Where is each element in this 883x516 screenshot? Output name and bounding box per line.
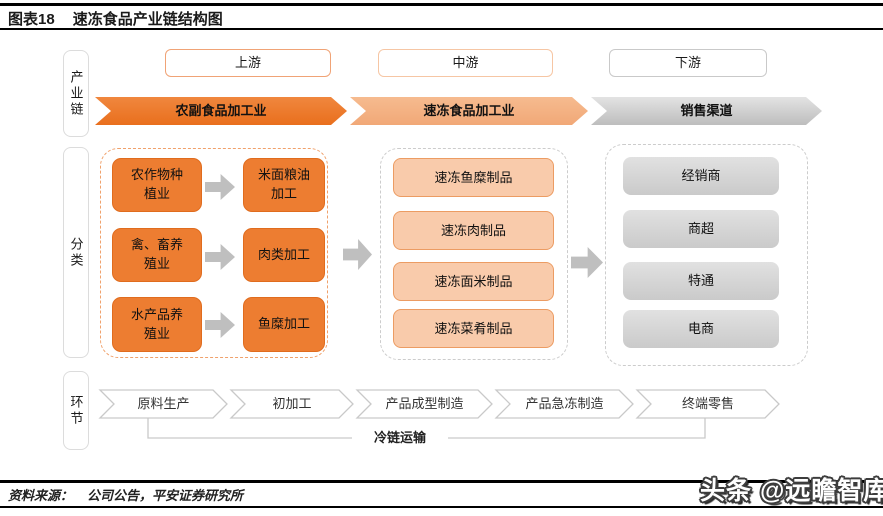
arrow-right-icon-midstream-to-downstream <box>571 247 603 278</box>
stream-header-downstream: 下游 <box>609 49 767 77</box>
upstream-target-grain-oil-processing: 米面粮油 加工 <box>243 158 325 212</box>
upstream-source-livestock-farming: 禽、畜养 殖业 <box>112 228 202 282</box>
stream-header-midstream: 中游 <box>378 49 553 77</box>
figure-title: 图表18 速冻食品产业链结构图 <box>8 8 223 29</box>
downstream-channel-special: 特通 <box>623 262 779 300</box>
figure-title-text: 速冻食品产业链结构图 <box>72 11 223 28</box>
process-stage-primary-processing: 初加工 <box>272 396 312 411</box>
process-stage-forming: 产品成型制造 <box>385 396 464 411</box>
axis-label-industry-chain: 产业链 <box>63 50 89 137</box>
footer-rule-thin <box>0 506 883 508</box>
upstream-source-aquaculture: 水产品养 殖业 <box>112 297 202 352</box>
midstream-product-frozen-surimi: 速冻鱼糜制品 <box>393 158 554 197</box>
process-stage-raw-material: 原料生产 <box>137 396 190 411</box>
chain-band-sales-channels: 销售渠道 <box>591 97 822 125</box>
downstream-channel-supermarkets: 商超 <box>623 210 779 248</box>
midstream-product-frozen-meat: 速冻肉制品 <box>393 211 554 250</box>
upstream-target-surimi-processing: 鱼糜加工 <box>243 297 325 352</box>
chevron-shape <box>355 389 493 419</box>
downstream-channel-ecommerce: 电商 <box>623 310 779 348</box>
source-label: 资料来源： <box>8 488 74 503</box>
chevron-shape <box>494 389 634 419</box>
chain-band-agricultural-processing: 农副食品加工业 <box>95 97 347 125</box>
downstream-channel-distributors: 经销商 <box>623 157 779 195</box>
top-rule <box>0 3 883 6</box>
figure-label: 图表18 <box>8 11 55 28</box>
footer-rule-thick <box>0 480 883 483</box>
arrow-right-icon-upstream-to-midstream <box>343 239 372 270</box>
upstream-source-crop-farming: 农作物种 植业 <box>112 158 202 212</box>
chevron-shape <box>635 389 780 419</box>
chain-band-frozen-food-processing: 速冻食品加工业 <box>350 97 588 125</box>
stream-header-upstream: 上游 <box>165 49 331 77</box>
axis-label-category: 分类 <box>63 147 89 358</box>
watermark: 头条 @远瞻智库 <box>700 477 883 505</box>
upstream-target-meat-processing: 肉类加工 <box>243 228 325 282</box>
process-stage-chevrons <box>98 389 780 439</box>
source-note: 资料来源： 公司公告，平安证券研究所 <box>8 485 243 504</box>
process-stage-terminal-retail: 终端零售 <box>681 396 734 411</box>
chevron-shape <box>229 389 354 419</box>
midstream-product-frozen-dishes: 速冻菜肴制品 <box>393 309 554 348</box>
cold-chain-label: 冷链运输 <box>352 428 448 447</box>
midstream-product-frozen-rice-flour: 速冻面米制品 <box>393 262 554 301</box>
axis-label-stage: 环节 <box>63 371 89 450</box>
process-stage-quick-freezing: 产品急冻制造 <box>525 396 604 411</box>
source-text: 公司公告，平安证券研究所 <box>87 488 244 503</box>
chevron-shape <box>98 389 228 419</box>
title-underline <box>0 28 883 30</box>
